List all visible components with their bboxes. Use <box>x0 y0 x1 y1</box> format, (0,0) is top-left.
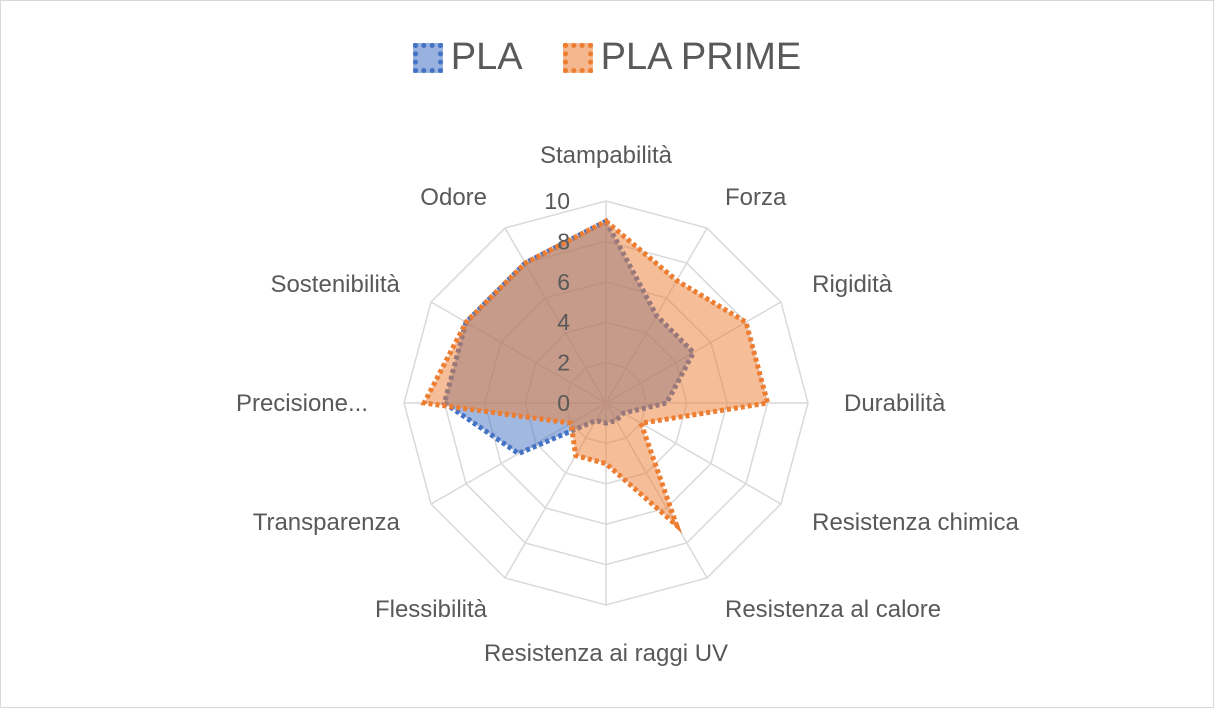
radar-series <box>420 217 771 534</box>
category-label-0: Stampabilità <box>540 142 673 169</box>
category-labels: StampabilitàForzaRigiditàDurabilitàResis… <box>236 142 1020 667</box>
category-label-5: Resistenza al calore <box>725 596 941 623</box>
legend-swatch-pla-prime <box>562 42 593 73</box>
legend: PLA PLA PRIME <box>0 36 1214 79</box>
legend-item-pla-prime[interactable]: PLA PRIME <box>562 36 802 79</box>
tick-label-5: 10 <box>544 188 570 214</box>
legend-item-pla[interactable]: PLA <box>412 36 523 79</box>
category-label-2: Rigidità <box>812 271 893 298</box>
category-label-9: Precisione... <box>236 390 368 417</box>
legend-label-pla: PLA <box>450 36 523 78</box>
category-label-1: Forza <box>725 184 787 211</box>
category-label-8: Transparenza <box>253 509 401 536</box>
radial-tick-labels: 0 2 4 6 8 10 <box>544 188 570 416</box>
category-label-3: Durabilità <box>844 390 946 417</box>
tick-label-2: 4 <box>557 309 570 335</box>
category-label-6: Resistenza ai raggi UV <box>484 640 728 667</box>
tick-label-1: 2 <box>557 350 570 376</box>
category-label-7: Flessibilità <box>375 596 488 623</box>
legend-label-pla-prime: PLA PRIME <box>600 36 802 78</box>
tick-label-3: 6 <box>557 269 570 295</box>
legend-swatch-pla <box>412 42 443 73</box>
category-label-10: Sostenibilità <box>270 271 400 298</box>
category-label-11: Odore <box>420 184 487 211</box>
tick-label-4: 8 <box>557 228 570 254</box>
tick-label-0: 0 <box>557 390 570 416</box>
category-label-4: Resistenza chimica <box>812 509 1019 536</box>
series-area-1[interactable] <box>420 218 771 534</box>
